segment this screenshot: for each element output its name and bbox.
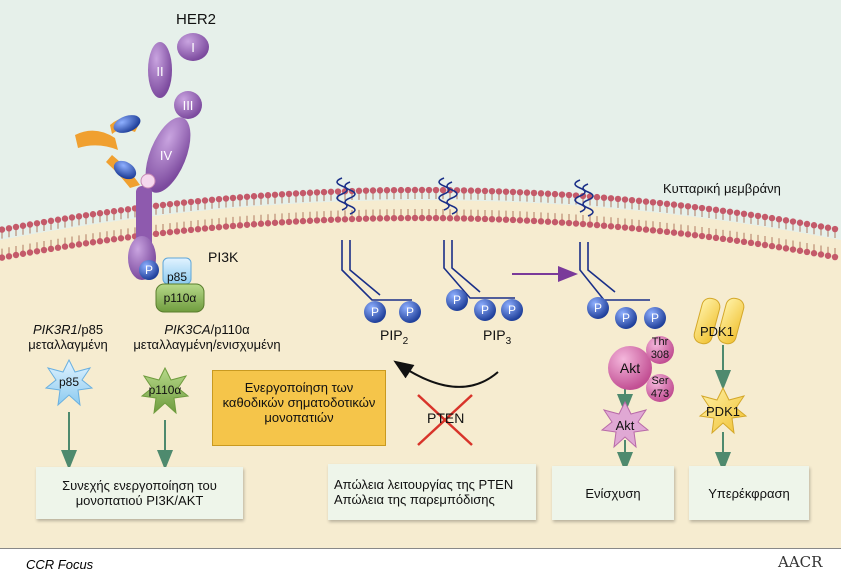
pip2-lipid [336, 177, 412, 301]
phosphate-circle [446, 289, 468, 311]
pten-reverse-arrow [393, 360, 499, 388]
thr308-site [646, 336, 674, 364]
activation-line-2: καθοδικών σηματοδοτικών [222, 395, 376, 410]
p85-label: p85 [166, 270, 188, 284]
pi3k-title: PI3K [208, 249, 239, 265]
ser-text: Ser [651, 375, 669, 387]
pten-cross-b [417, 394, 473, 446]
pip2-label: PIP2 [380, 328, 408, 349]
outcome-pten-line1: Απώλεια λειτουργίας της PTEN [334, 477, 514, 492]
akt-protein [608, 346, 652, 390]
pip2-sub: 2 [402, 335, 409, 347]
activation-line-3: μονοπατιών [264, 410, 334, 425]
phosphate-label: P [481, 303, 489, 317]
pip3-label: PIP3 [483, 328, 511, 349]
outcome-overexpression: Υπερέκφραση [689, 466, 809, 520]
phosphate-label: P [453, 293, 461, 307]
pdk1-star [698, 386, 748, 435]
phosphate-groups: P P P P P P P P [364, 289, 666, 329]
phosphate-circle [474, 299, 496, 321]
phosphate-circle [587, 297, 609, 319]
pip2-base: PIP [380, 327, 403, 343]
pip3-base: PIP [483, 327, 506, 343]
phosphate-circle [399, 301, 421, 323]
footer: CCR Focus AACR [0, 548, 841, 576]
ser473-site [646, 374, 674, 402]
p110-label: p110α [163, 291, 197, 305]
pip3-lipid [438, 177, 515, 299]
membrane-label: Κυτταρική μεμβράνη [663, 181, 781, 196]
gene-pik3r1: PIK3R1 [32, 322, 78, 337]
her2-title: HER2 [176, 11, 217, 28]
star-p85-label: p85 [58, 375, 80, 389]
pdk1-label: PDK1 [700, 324, 734, 339]
ser-num: 473 [650, 388, 670, 400]
pi3k-complex [139, 257, 205, 313]
phosphate-circle [501, 299, 523, 321]
pip3-lipid-akt [574, 179, 650, 301]
star-p110-label: p110α [148, 383, 182, 397]
phosphate-label: P [594, 301, 602, 315]
phosphate-circle [364, 301, 386, 323]
outcome-pi3k-akt: Συνεχής ενεργοποίηση του μονοπατιού PI3K… [36, 467, 243, 519]
her2-domain-iii: III [182, 98, 194, 113]
mutation-p110-line2: μεταλλαγμένη/ενισχυμένη [133, 337, 281, 352]
her2-domain-iv: IV [159, 148, 173, 163]
p110-star [140, 366, 190, 415]
antibody [75, 115, 156, 189]
pten-label: PTEN [427, 410, 465, 426]
mutation-p110-rest: /p110α [210, 322, 250, 337]
pdk1-star-label: PDK1 [706, 404, 740, 419]
footer-source: CCR Focus [26, 557, 94, 572]
phosphate-circle [615, 307, 637, 329]
outcome-pten-line2: Απώλεια της παρεμπόδισης [334, 492, 495, 507]
downstream-activation-box: Ενεργοποίηση των καθοδικών σηματοδοτικών… [212, 370, 386, 446]
thr-num: 308 [650, 349, 670, 361]
p85-star [44, 358, 94, 407]
akt-star-label: Akt [615, 418, 635, 433]
gene-pik3ca: PIK3CA [164, 322, 211, 337]
phosphate-label: P [508, 303, 516, 317]
phosphate-label: P [371, 305, 379, 319]
diagram: P P P P P P P P HER2 I II III IV Κυτταρική μεμβ… [0, 0, 841, 548]
akt-label: Akt [619, 360, 641, 376]
mutation-p85-rest: /p85 [77, 322, 104, 337]
outcome-pten-loss: Απώλεια λειτουργίας της PTEN Απώλεια της… [328, 464, 536, 520]
pip3-sub: 3 [505, 335, 512, 347]
thr-text: Thr [651, 336, 669, 348]
akt-star [600, 400, 650, 449]
phosphate-label: P [622, 311, 630, 325]
mutation-p110-label: PIK3CA/p110α μεταλλαγμένη/ενισχυμένη [118, 322, 296, 352]
pi3k-phosphate-label: P [144, 263, 153, 277]
phosphate-label: P [651, 311, 659, 325]
aacr-logo: AACR [778, 553, 823, 571]
her2-domain-ii: II [156, 64, 164, 79]
outcome-pi3k-line1: Συνεχής ενεργοποίηση του [62, 478, 217, 493]
outcome-pi3k-line2: μονοπατιού PI3K/AKT [75, 493, 204, 508]
her2-domain-i: I [191, 40, 195, 55]
cell-membrane [0, 186, 839, 261]
phosphate-circle [644, 307, 666, 329]
outcome-enhancement: Ενίσχυση [552, 466, 674, 520]
phosphate-label: P [406, 305, 414, 319]
pdk1-dimer [693, 297, 745, 345]
activation-line-1: Ενεργοποίηση των [244, 380, 354, 395]
mutation-p85-label: PIK3R1/p85 μεταλλαγμένη [18, 322, 118, 352]
mutation-p85-line2: μεταλλαγμένη [28, 337, 108, 352]
